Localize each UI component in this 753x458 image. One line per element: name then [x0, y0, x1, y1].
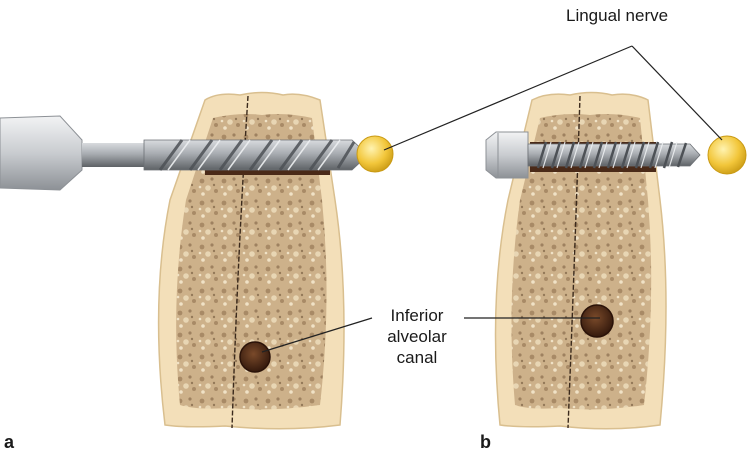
- canal-label-line-2: alveolar: [372, 326, 462, 347]
- lingual-nerve-a: [357, 136, 393, 172]
- canal-label-line-1: Inferior: [372, 305, 462, 326]
- panel-a: [0, 93, 393, 429]
- lingual-nerve-b: [708, 136, 746, 174]
- inferior-alveolar-canal-label: Inferior alveolar canal: [372, 305, 462, 368]
- panel-a-label: a: [4, 432, 14, 453]
- panel-b-label: b: [480, 432, 491, 453]
- inferior-alveolar-canal-b: [581, 305, 613, 337]
- lingual-nerve-label: Lingual nerve: [566, 6, 668, 26]
- inferior-alveolar-canal-a: [240, 342, 270, 372]
- panel-b: [486, 93, 746, 429]
- canal-label-line-3: canal: [372, 347, 462, 368]
